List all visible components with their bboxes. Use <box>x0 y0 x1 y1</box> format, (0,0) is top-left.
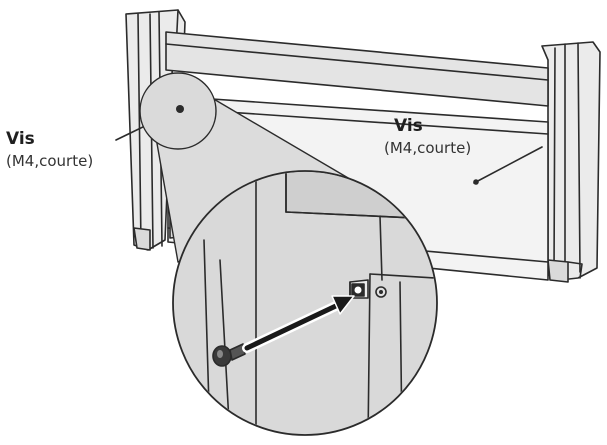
screw-icon <box>212 343 246 367</box>
screw-hole-icon <box>375 286 387 298</box>
right-side-post <box>541 41 601 283</box>
right-screw-point <box>473 179 479 185</box>
screw-hole-icon <box>351 283 365 297</box>
insertion-arrow <box>242 295 355 353</box>
screw-label-title: Vis <box>6 129 35 149</box>
top-rail <box>165 31 549 107</box>
screw-label-spec: (M4,courte) <box>6 152 94 170</box>
screw-label-title: Vis <box>394 116 423 136</box>
screw-label-left: Vis (M4,courte) <box>6 131 93 169</box>
screw-label-spec: (M4,courte) <box>384 139 472 157</box>
screw-label-right: Vis (M4,courte) <box>384 118 471 156</box>
right-screw-leader <box>473 146 543 184</box>
